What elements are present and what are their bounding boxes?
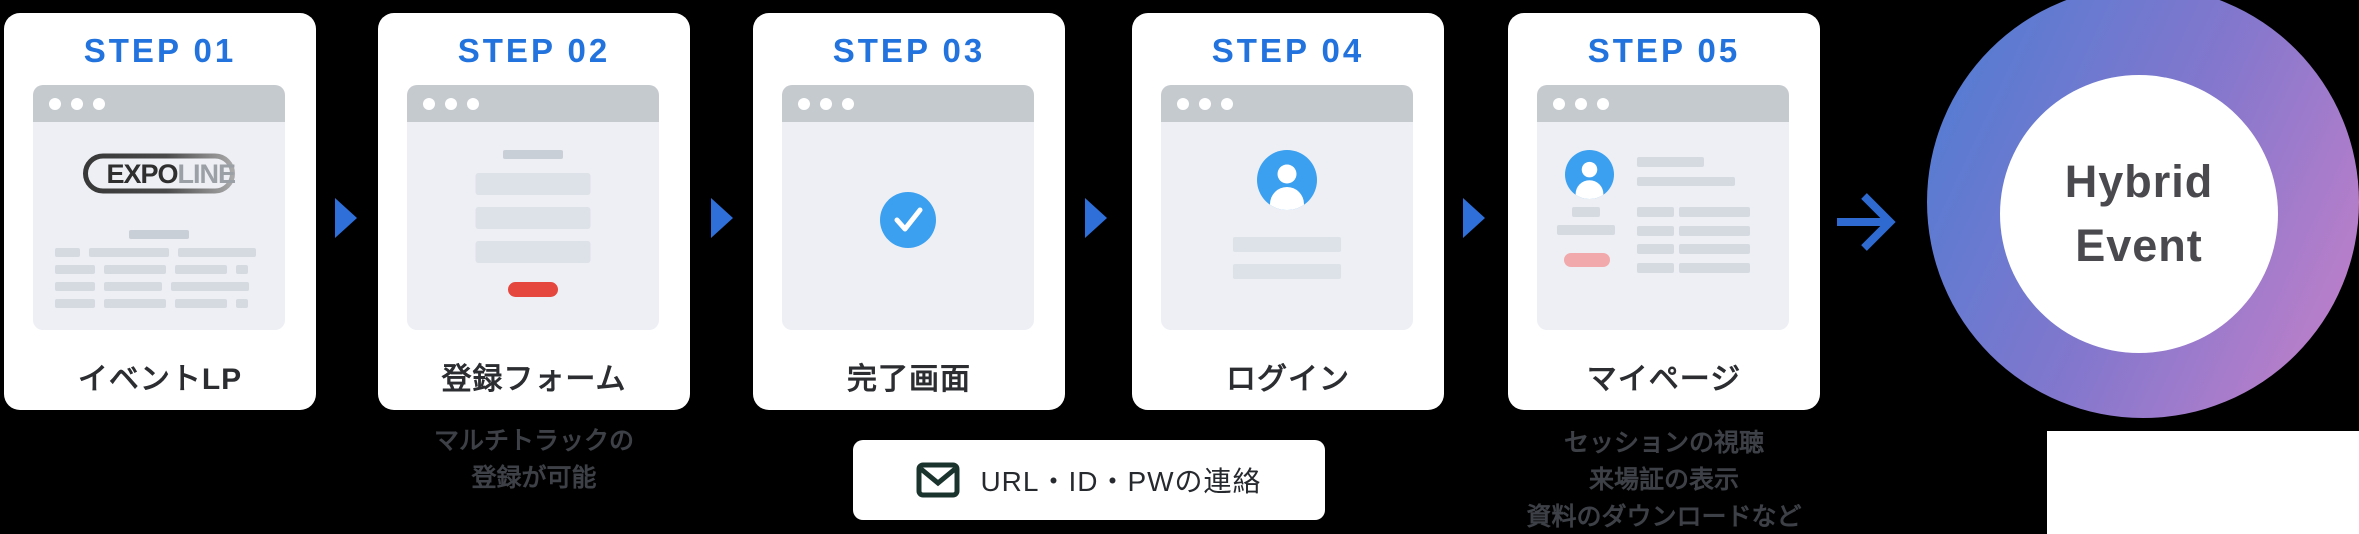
window-dot-icon xyxy=(1221,97,1233,110)
note-line: 来場証の表示 xyxy=(1588,466,1739,494)
check-icon xyxy=(880,192,936,248)
logo-text-primary: EXPO xyxy=(107,159,178,189)
browser-body xyxy=(782,122,1034,330)
step-number-3: STEP 03 xyxy=(832,32,986,69)
browser-body xyxy=(1161,122,1413,330)
browser-body: EXPOLINE xyxy=(33,122,285,330)
browser-mockup-lp: EXPOLINE xyxy=(33,85,285,330)
mock-heading-line xyxy=(129,230,189,239)
step-card-3: STEP 03 完了画面 xyxy=(753,13,1065,410)
step-label-5: マイページ xyxy=(1586,363,1742,396)
mock-list-cell xyxy=(1679,263,1750,273)
step-card-1: STEP 01 EXPOLINE xyxy=(4,13,316,410)
window-dot-icon xyxy=(1199,97,1211,110)
browser-titlebar xyxy=(782,85,1034,122)
step-label-1: イベントLP xyxy=(77,363,243,396)
logo-pill-outline xyxy=(83,153,235,194)
browser-mockup-complete xyxy=(782,85,1034,330)
note-line: 登録が可能 xyxy=(471,464,597,492)
browser-titlebar xyxy=(33,85,285,122)
arrow-right-icon xyxy=(1463,198,1485,238)
mail-icon xyxy=(916,462,960,498)
mock-text-row xyxy=(55,265,263,274)
mock-list-cell xyxy=(1637,207,1674,217)
window-dot-icon xyxy=(445,97,457,110)
browser-mockup-login xyxy=(1161,85,1413,330)
step-number-2: STEP 02 xyxy=(457,32,611,69)
mock-list-cell xyxy=(1637,263,1674,273)
background-white-block xyxy=(2047,431,2359,534)
user-icon xyxy=(1565,150,1614,199)
browser-titlebar xyxy=(1161,85,1413,122)
window-dot-icon xyxy=(1575,97,1587,110)
window-dot-icon xyxy=(1597,97,1609,110)
mock-badge xyxy=(1564,253,1610,267)
note-line: 資料のダウンロードなど xyxy=(1526,503,1802,531)
mock-login-field xyxy=(1233,264,1341,279)
window-dot-icon xyxy=(423,97,435,110)
mock-text-row xyxy=(55,282,263,291)
mock-text-line xyxy=(1557,225,1615,235)
mock-text-line xyxy=(1637,177,1735,186)
step-card-2: STEP 02 登録フォーム xyxy=(378,13,690,410)
step-number-1: STEP 01 xyxy=(83,32,237,69)
browser-body xyxy=(407,122,659,330)
mail-note-box: URL・ID・PWの連絡 xyxy=(853,440,1325,520)
flow-arrow-icon xyxy=(1837,193,1896,251)
window-dot-icon xyxy=(467,97,479,110)
expoline-logo: EXPOLINE xyxy=(83,153,236,194)
mock-list-cell xyxy=(1679,244,1750,254)
window-dot-icon xyxy=(93,97,105,110)
mock-text-row xyxy=(55,299,263,308)
hybrid-event-circle: Hybrid Event xyxy=(2000,75,2278,353)
window-dot-icon xyxy=(49,97,61,110)
browser-titlebar xyxy=(1537,85,1789,122)
arrow-right-icon xyxy=(711,198,733,238)
window-dot-icon xyxy=(1177,97,1189,110)
browser-mockup-mypage xyxy=(1537,85,1789,330)
step-number-5: STEP 05 xyxy=(1587,32,1741,69)
note-line: マルチトラックの xyxy=(433,427,634,455)
step-label-2: 登録フォーム xyxy=(441,363,627,396)
mock-list-cell xyxy=(1637,244,1674,254)
step-number-4: STEP 04 xyxy=(1211,32,1365,69)
note-step2: マルチトラックの 登録が可能 xyxy=(378,423,690,497)
result-line-1: Hybrid xyxy=(2064,156,2214,207)
window-dot-icon xyxy=(798,97,810,110)
note-step5: セッションの視聴 来場証の表示 資料のダウンロードなど xyxy=(1494,425,1834,534)
note-line: セッションの視聴 xyxy=(1563,429,1764,457)
result-line-2: Event xyxy=(2075,220,2203,271)
step-card-5: STEP 05 xyxy=(1508,13,1820,410)
mail-note-label: URL・ID・PWの連絡 xyxy=(980,466,1262,497)
browser-mockup-form xyxy=(407,85,659,330)
mock-login-field xyxy=(1233,237,1341,252)
step-card-4: STEP 04 ログイン xyxy=(1132,13,1444,410)
mock-form-field xyxy=(475,173,591,195)
mock-form-field xyxy=(475,207,591,229)
hybrid-event-ring: Hybrid Event xyxy=(1927,0,2359,418)
mock-submit-button xyxy=(508,282,558,297)
arrow-right-icon xyxy=(1085,198,1107,238)
mock-text-line xyxy=(1572,207,1600,217)
mock-heading-line xyxy=(503,150,563,159)
window-dot-icon xyxy=(1553,97,1565,110)
mock-text-row xyxy=(55,248,263,257)
step-label-3: 完了画面 xyxy=(847,363,971,396)
window-dot-icon xyxy=(842,97,854,110)
mock-list-cell xyxy=(1679,207,1750,217)
step-label-4: ログイン xyxy=(1226,363,1350,396)
window-dot-icon xyxy=(820,97,832,110)
browser-body xyxy=(1537,122,1789,330)
user-icon xyxy=(1257,150,1317,210)
mock-form-field xyxy=(475,241,591,263)
arrow-right-icon xyxy=(335,198,357,238)
mock-list-cell xyxy=(1637,226,1674,236)
browser-titlebar xyxy=(407,85,659,122)
logo-text-secondary: LINE xyxy=(178,159,236,189)
svg-text:EXPOLINE: EXPOLINE xyxy=(107,159,236,189)
window-dot-icon xyxy=(71,97,83,110)
mock-list-cell xyxy=(1679,226,1750,236)
mock-text-line xyxy=(1637,157,1704,167)
